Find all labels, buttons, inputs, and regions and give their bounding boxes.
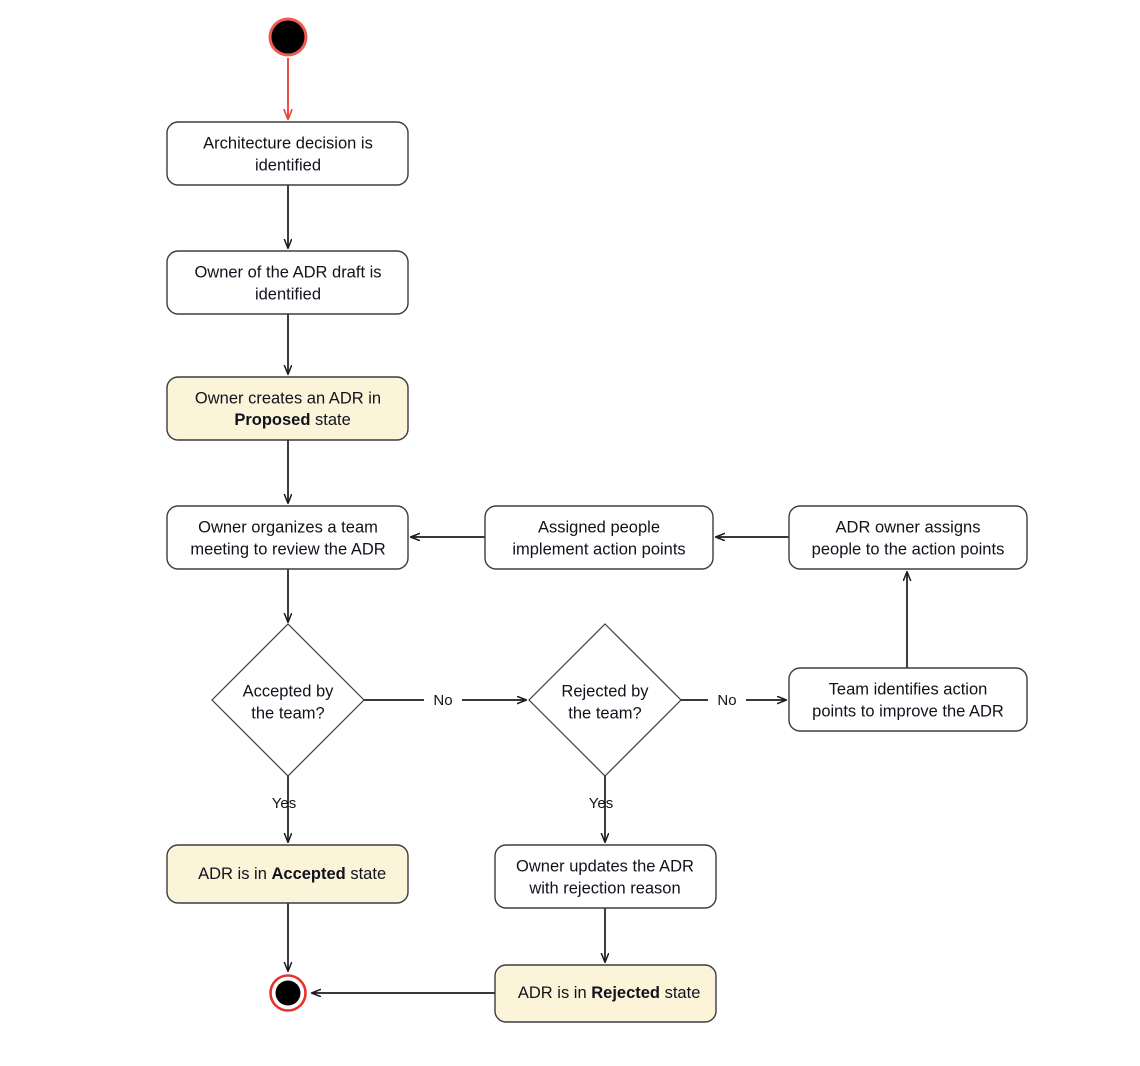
activity-label-line-2: identified: [255, 285, 321, 303]
decision-label-line-2: the team?: [568, 704, 641, 722]
activity-box: [484, 505, 714, 570]
edge-label-yes-2: Yes: [589, 795, 613, 812]
decision-label-line-2: the team?: [251, 704, 324, 722]
activity-label-state-suffix: state: [660, 984, 700, 1002]
activity-label-line-2: implement action points: [512, 540, 685, 558]
activity-label-line-2: Proposed state: [184, 411, 392, 429]
decision-label-line-1: Accepted by: [243, 682, 335, 700]
activity-label-line-1: Owner creates an ADR in: [195, 389, 381, 407]
activity-label-line-1: ADR is in Rejected state: [468, 984, 741, 1002]
activity-label-prefix: ADR is in: [518, 984, 591, 1002]
activity-architecture-decision-identified[interactable]: Architecture decision is identified: [166, 121, 409, 186]
decision-accepted-by-the-team[interactable]: Accepted by the team?: [211, 623, 365, 777]
edge-d2-to-n7-no: No: [681, 692, 786, 709]
activity-box: [166, 250, 409, 315]
activity-label-state-keyword: Proposed: [234, 411, 310, 429]
activity-label-line-2: identified: [255, 156, 321, 174]
decision-label-line-1: Rejected by: [561, 682, 649, 700]
activity-box: [166, 121, 409, 186]
edge-label-no-1: No: [433, 692, 452, 709]
activity-box: [494, 964, 717, 1023]
start-node-disc: [271, 20, 305, 54]
activity-box: [494, 844, 717, 909]
activity-box: [166, 505, 409, 570]
activity-label-line-2: with rejection reason: [528, 879, 680, 897]
activity-adr-owner-assigns-people[interactable]: ADR owner assigns people to the action p…: [788, 505, 1028, 570]
edge-layer: No No Yes: [272, 58, 907, 993]
decision-diamond: [528, 623, 682, 777]
end-node-disc: [275, 980, 301, 1006]
activity-owner-updates-adr-rejection-reason[interactable]: Owner updates the ADR with rejection rea…: [494, 844, 717, 909]
activity-label-line-1: ADR owner assigns: [836, 518, 981, 536]
edge-label-no-2: No: [717, 692, 736, 709]
activity-assigned-people-implement-action-points[interactable]: Assigned people implement action points: [484, 505, 714, 570]
node-layer: Architecture decision is identified Owne…: [149, 17, 1028, 1023]
activity-label-line-2: points to improve the ADR: [812, 702, 1004, 720]
activity-box: [166, 844, 409, 904]
decision-diamond: [211, 623, 365, 777]
activity-label-line-1: ADR is in Accepted state: [149, 865, 428, 883]
activity-team-identifies-action-points[interactable]: Team identifies action points to improve…: [788, 667, 1028, 732]
activity-label-line-1: Team identifies action: [829, 680, 988, 698]
start-node[interactable]: [268, 17, 308, 57]
activity-label-state-suffix: state: [310, 411, 350, 429]
activity-box: [166, 376, 409, 441]
activity-label-prefix: ADR is in: [198, 865, 271, 883]
end-node[interactable]: [269, 974, 307, 1012]
activity-label-state-keyword: Rejected: [591, 984, 660, 1002]
decision-rejected-by-the-team[interactable]: Rejected by the team?: [528, 623, 682, 777]
activity-owner-organizes-team-meeting[interactable]: Owner organizes a team meeting to review…: [166, 505, 409, 570]
activity-label-state-suffix: state: [346, 865, 386, 883]
edge-d1-to-d2-no: No: [364, 692, 526, 709]
activity-adr-is-in-rejected-state[interactable]: ADR is in Rejected state: [468, 964, 741, 1023]
activity-label-line-1: Owner organizes a team: [198, 518, 378, 536]
activity-adr-is-in-accepted-state[interactable]: ADR is in Accepted state: [149, 844, 428, 904]
edge-d1-to-n8-yes: Yes: [272, 776, 296, 842]
activity-owner-creates-adr-proposed[interactable]: Owner creates an ADR in Proposed state: [166, 376, 409, 441]
activity-box: [788, 667, 1028, 732]
activity-label-line-1: Assigned people: [538, 518, 660, 536]
activity-owner-of-adr-draft-identified[interactable]: Owner of the ADR draft is identified: [166, 250, 409, 315]
activity-label-line-1: Architecture decision is: [203, 134, 373, 152]
activity-label-state-keyword: Accepted: [271, 865, 345, 883]
edge-label-yes-1: Yes: [272, 795, 296, 812]
activity-label-line-2: meeting to review the ADR: [190, 540, 385, 558]
activity-label-line-1: Owner of the ADR draft is: [194, 263, 381, 281]
activity-label-line-2: people to the action points: [812, 540, 1005, 558]
activity-box: [788, 505, 1028, 570]
activity-label-line-1: Owner updates the ADR: [516, 857, 694, 875]
edge-d2-to-n9-yes: Yes: [589, 776, 613, 842]
